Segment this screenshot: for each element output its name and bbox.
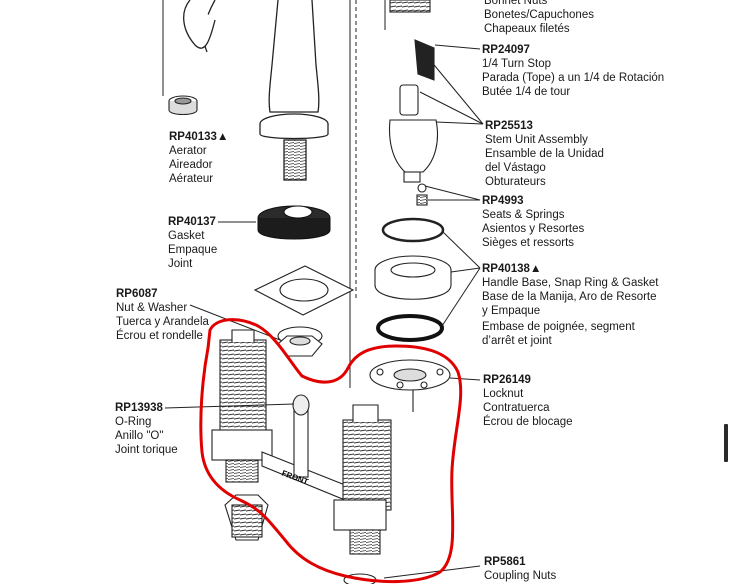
- part-desc: Parada (Tope) a un 1/4 de Rotación: [482, 72, 665, 84]
- label-rp40137: RP40137 Gasket Empaque Joint: [168, 215, 217, 271]
- leader-lines: [164, 44, 484, 579]
- label-bonnet-nuts: Bonnet Nuts Bonetes/Capuchones Chapeaux …: [484, 0, 594, 36]
- part-number: RP25513: [485, 120, 533, 132]
- bonnet-line-fr: Chapeaux filetés: [484, 23, 570, 35]
- part-desc: Aireador: [169, 159, 213, 171]
- part-desc: d’arrêt et joint: [482, 335, 552, 347]
- part-desc: 1/4 Turn Stop: [482, 58, 552, 70]
- label-rp26149: RP26149 Locknut Contratuerca Écrou de bl…: [483, 373, 573, 429]
- part-desc: O-Ring: [115, 416, 152, 428]
- bonnet-line-es: Bonetes/Capuchones: [484, 9, 594, 21]
- cartridge-stack: [369, 0, 452, 412]
- part-desc: Ensamble de la Unidad: [485, 148, 604, 160]
- part-desc: Joint torique: [115, 444, 178, 456]
- part-number: RP4993: [482, 195, 524, 207]
- guide-lines: [162, 0, 386, 388]
- part-desc: Obturateurs: [485, 176, 546, 188]
- part-desc: Asientos y Resortes: [482, 223, 585, 235]
- part-desc: Embase de poignée, segment: [482, 321, 635, 333]
- label-rp5861: RP5861 Coupling Nuts: [484, 555, 556, 583]
- part-number: RP26149: [483, 374, 531, 386]
- red-highlight-outline: [199, 318, 463, 584]
- label-rp24097: RP24097 1/4 Turn Stop Parada (Tope) a un…: [482, 43, 664, 99]
- part-number: RP24097: [482, 44, 530, 56]
- part-number: RP5861: [484, 556, 526, 568]
- part-desc: y Empaque: [482, 305, 541, 317]
- part-number: RP40133▲: [169, 131, 229, 143]
- label-rp6087: RP6087 Nut & Washer Tuerca y Arandela Éc…: [116, 287, 209, 343]
- part-number: RP6087: [116, 288, 158, 300]
- part-desc: del Vástago: [485, 162, 546, 174]
- part-desc: Aerator: [169, 145, 207, 157]
- part-desc: Seats & Springs: [482, 209, 565, 221]
- part-desc: Gasket: [168, 230, 205, 242]
- part-number: RP13938: [115, 402, 163, 414]
- part-desc: Empaque: [168, 244, 218, 256]
- part-desc: Locknut: [483, 388, 524, 400]
- valve-body: [211, 329, 392, 584]
- faucet-spout: [183, 0, 329, 181]
- part-number: RP40138▲: [482, 263, 542, 275]
- label-rp40138: RP40138▲ Handle Base, Snap Ring & Gasket…: [482, 262, 658, 348]
- scrollbar-thumb[interactable]: [724, 424, 728, 462]
- part-desc: Sièges et ressorts: [482, 237, 575, 249]
- part-desc: Coupling Nuts: [484, 570, 557, 582]
- part-desc: Tuerca y Arandela: [116, 316, 209, 328]
- aerator-part: [168, 95, 198, 116]
- part-number: RP40137: [168, 216, 216, 228]
- label-rp4993: RP4993 Seats & Springs Asientos y Resort…: [482, 194, 584, 250]
- part-desc: Base de la Manija, Aro de Resorte: [482, 291, 657, 303]
- part-desc: Joint: [168, 258, 193, 270]
- label-rp25513: RP25513 Stem Unit Assembly Ensamble de l…: [485, 119, 604, 189]
- part-desc: Anillo "O": [115, 430, 164, 442]
- square-plate: [253, 265, 355, 316]
- part-desc: Handle Base, Snap Ring & Gasket: [482, 277, 659, 289]
- part-desc: Aérateur: [169, 173, 214, 185]
- part-desc: Butée 1/4 de tour: [482, 86, 571, 98]
- part-desc: Stem Unit Assembly: [485, 134, 588, 146]
- gasket-part: [257, 205, 331, 240]
- part-desc: Écrou et rondelle: [116, 330, 203, 342]
- part-desc: Contratuerca: [483, 402, 550, 414]
- bonnet-line-en: Bonnet Nuts: [484, 0, 548, 7]
- label-rp40133: RP40133▲ Aerator Aireador Aérateur: [169, 130, 228, 186]
- part-desc: Écrou de blocage: [483, 416, 573, 428]
- part-desc: Nut & Washer: [116, 302, 188, 314]
- label-rp13938: RP13938 O-Ring Anillo "O" Joint torique: [115, 401, 178, 457]
